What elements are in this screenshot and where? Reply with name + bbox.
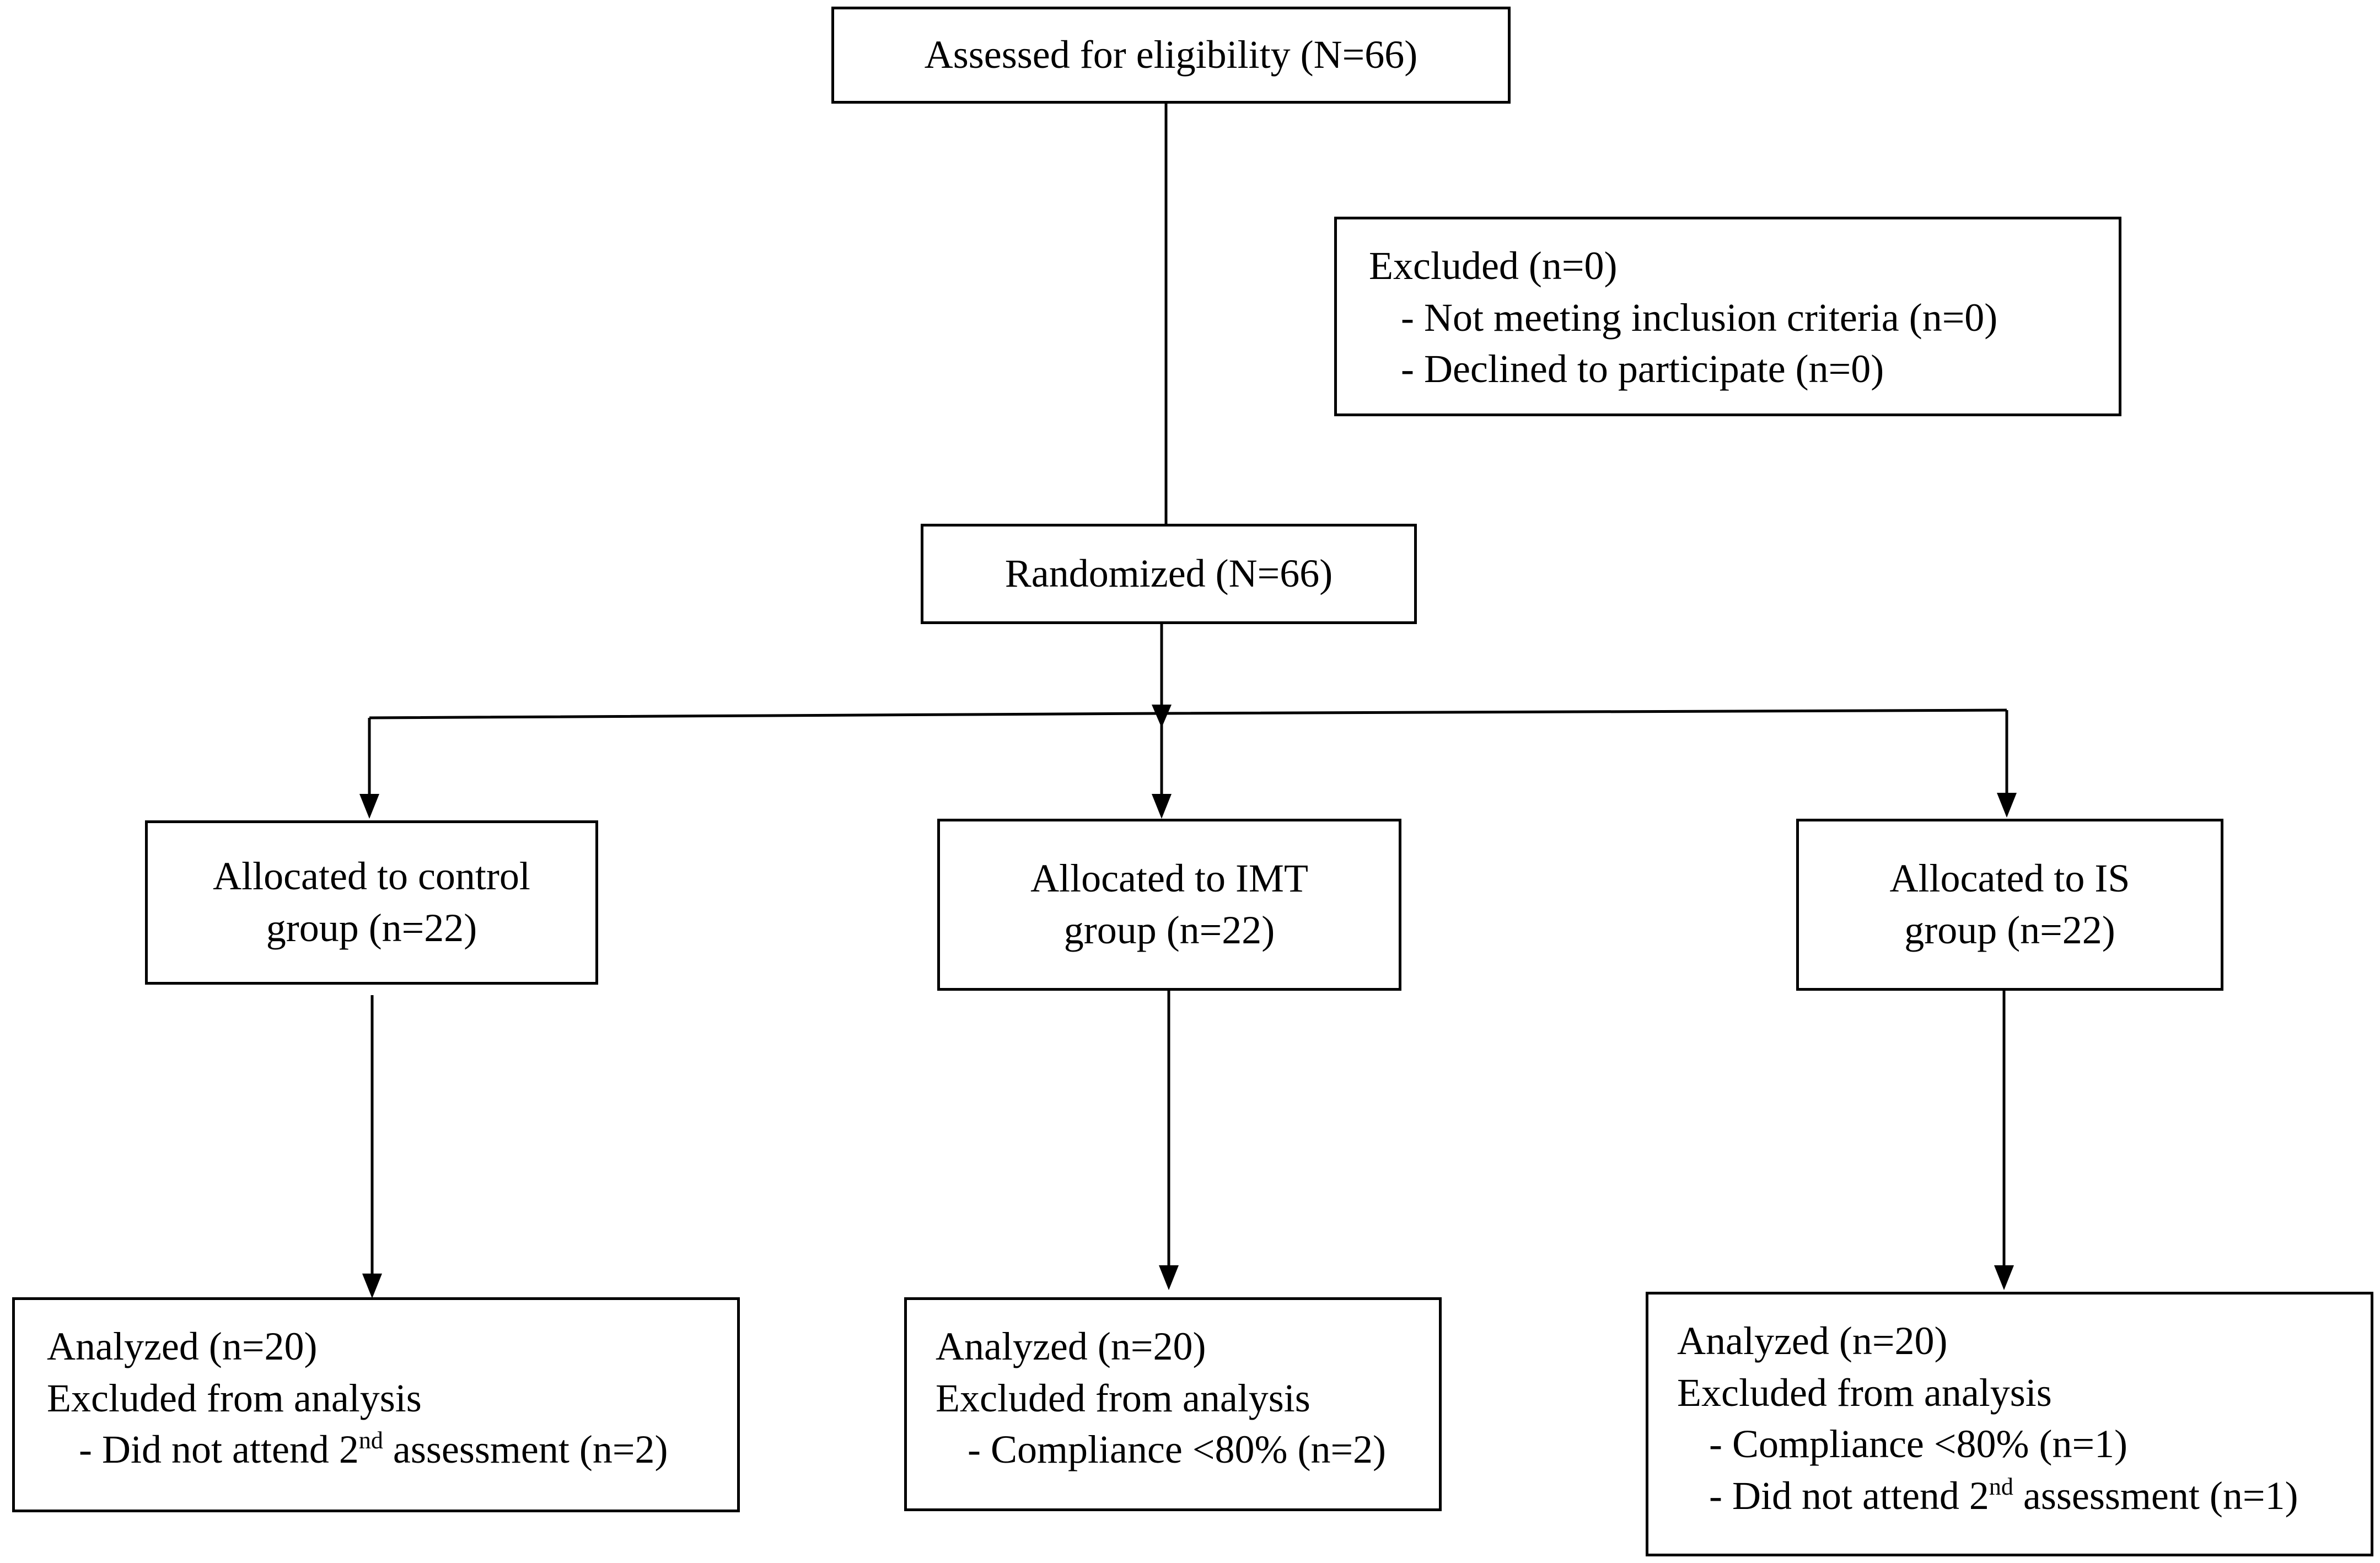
- analyzed-imt-count: Analyzed (n=20): [936, 1324, 1206, 1368]
- analyzed-control-excluded: Excluded from analysis: [47, 1376, 422, 1420]
- alloc-imt-line1: Allocated to IMT: [1030, 856, 1308, 901]
- analyzed-control-reason: - Did not attend 2nd assessment (n=2): [79, 1427, 668, 1472]
- alloc-imt-line2: group (n=22): [1063, 908, 1275, 952]
- node-excluded: Excluded (n=0) - Not meeting inclusion c…: [1334, 217, 2121, 416]
- assessed-label: Assessed for eligibility (N=66): [924, 33, 1418, 77]
- node-alloc-is: Allocated to IS group (n=22): [1796, 819, 2223, 991]
- excluded-reason-not-meeting: - Not meeting inclusion criteria (n=0): [1401, 295, 1998, 340]
- analyzed-is-reason-compliance: - Compliance <80% (n=1): [1709, 1422, 2128, 1467]
- node-analyzed-is: Analyzed (n=20) Excluded from analysis -…: [1646, 1292, 2373, 1556]
- node-analyzed-control: Analyzed (n=20) Excluded from analysis -…: [12, 1297, 740, 1512]
- node-assessed: Assessed for eligibility (N=66): [831, 7, 1511, 104]
- node-alloc-imt: Allocated to IMT group (n=22): [937, 819, 1401, 991]
- analyzed-imt-reason: - Compliance <80% (n=2): [968, 1427, 1387, 1472]
- node-analyzed-imt: Analyzed (n=20) Excluded from analysis -…: [904, 1297, 1442, 1511]
- analyzed-is-reason-attendance: - Did not attend 2nd assessment (n=1): [1709, 1473, 2298, 1518]
- arrowhead-control: [359, 794, 379, 819]
- arrowhead-imt: [1152, 794, 1172, 819]
- arrowhead-analyzed-control: [362, 1274, 382, 1298]
- analyzed-imt-excluded: Excluded from analysis: [936, 1376, 1310, 1420]
- node-alloc-control: Allocated to control group (n=22): [145, 820, 598, 985]
- analyzed-control-count: Analyzed (n=20): [47, 1324, 318, 1368]
- arrowhead-is: [1997, 793, 2017, 818]
- excluded-title: Excluded (n=0): [1369, 244, 1618, 288]
- edge-branch-bar: [369, 708, 2007, 719]
- alloc-control-line1: Allocated to control: [213, 854, 530, 899]
- analyzed-is-excluded: Excluded from analysis: [1677, 1370, 2052, 1415]
- alloc-is-line1: Allocated to IS: [1889, 856, 2130, 901]
- alloc-is-line2: group (n=22): [1904, 908, 2115, 952]
- arrowhead-analyzed-imt: [1159, 1265, 1179, 1290]
- alloc-control-line2: group (n=22): [266, 906, 477, 950]
- arrowhead-analyzed-is: [1994, 1265, 2014, 1290]
- analyzed-is-count: Analyzed (n=20): [1677, 1319, 1948, 1363]
- arrowhead-randomized: [1152, 705, 1172, 728]
- excluded-reason-declined: - Declined to participate (n=0): [1401, 347, 1884, 391]
- node-randomized: Randomized (N=66): [921, 524, 1417, 624]
- randomized-label: Randomized (N=66): [1004, 551, 1333, 596]
